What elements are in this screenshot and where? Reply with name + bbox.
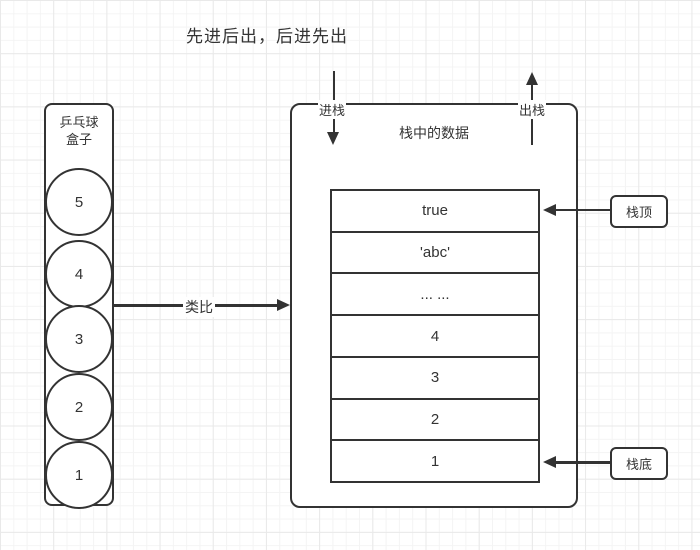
ball-3: 3 xyxy=(45,305,113,373)
push-arrowhead-down-icon xyxy=(327,132,339,145)
pop-label: 出栈 xyxy=(518,100,547,119)
pingpong-box-label: 乒乓球 盒子 xyxy=(44,114,114,148)
stack-data-table: true 'abc' ... ... 4 3 2 1 xyxy=(330,189,540,483)
stack-box-title: 栈中的数据 xyxy=(399,125,469,141)
stack-row-ellipsis: ... ... xyxy=(332,274,538,317)
stack-row-2: 2 xyxy=(332,400,538,442)
pop-arrowhead-up-icon xyxy=(526,72,538,85)
stack-row-3: 3 xyxy=(332,358,538,400)
analogy-arrowhead-right-icon xyxy=(277,299,290,311)
push-label: 进栈 xyxy=(318,100,347,119)
stack-bottom-callout: 栈底 xyxy=(610,447,668,480)
stack-bottom-arrowhead-left-icon xyxy=(543,456,556,468)
stack-row-4: 4 xyxy=(332,316,538,358)
pingpong-box-label-line1: 乒乓球 xyxy=(59,115,99,130)
ball-2: 2 xyxy=(45,373,113,441)
ball-4: 4 xyxy=(45,240,113,308)
stack-row-1: 1 xyxy=(430,452,440,470)
stack-row-abc: 'abc' xyxy=(332,233,538,275)
ball-1: 1 xyxy=(45,441,113,509)
stack-bottom-arrow-line xyxy=(554,461,610,464)
stack-top-arrowhead-left-icon xyxy=(543,203,556,216)
diagram-title: 先进后出，后进先出 xyxy=(186,27,348,46)
stack-top-arrow-line xyxy=(554,208,610,212)
stack-top-callout: 栈顶 xyxy=(610,195,668,228)
ball-5: 5 xyxy=(45,168,113,236)
stack-row-true: true xyxy=(332,191,538,233)
analogy-label: 类比 xyxy=(183,297,215,317)
pingpong-box-label-line2: 盒子 xyxy=(65,132,92,147)
